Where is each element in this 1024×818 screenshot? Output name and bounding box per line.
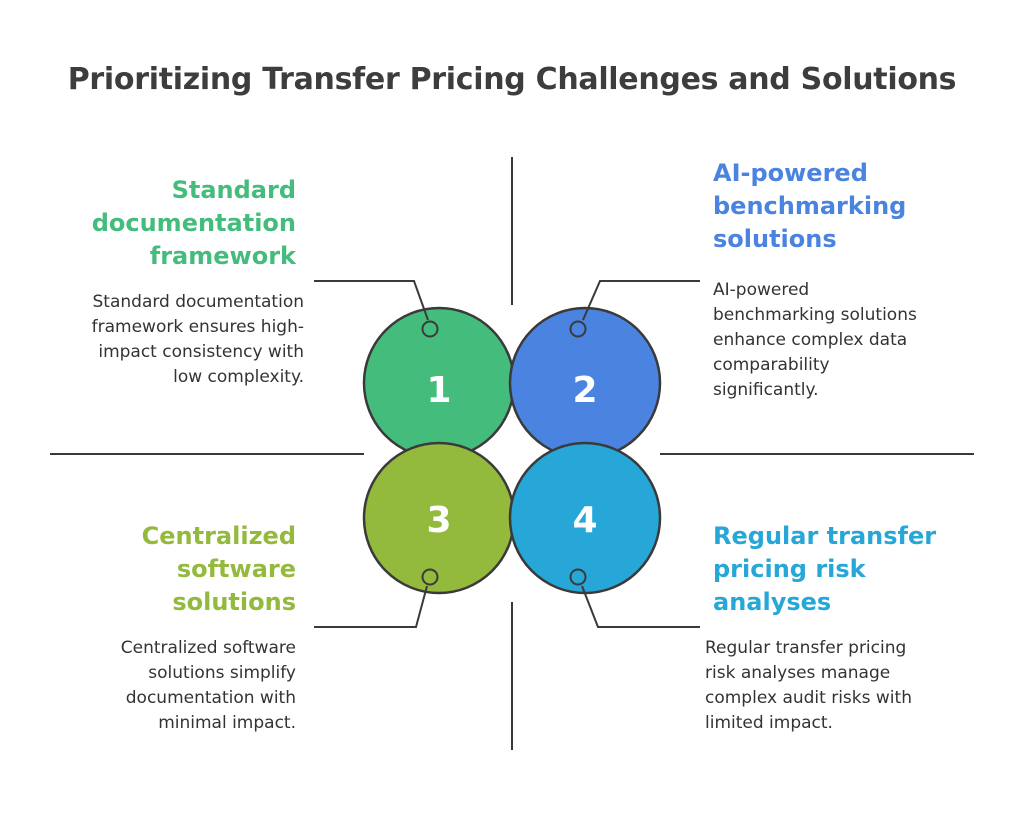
connector-dot-4 <box>569 568 587 586</box>
description-2: AI-powered benchmarking solutions enhanc… <box>713 280 917 400</box>
heading-3: Centralized software solutions <box>141 522 296 616</box>
description-1: Standard documentation framework ensures… <box>91 292 304 387</box>
connector-2 <box>582 280 700 321</box>
circle-number-1: 1 <box>426 370 451 411</box>
connector-4 <box>581 585 700 628</box>
heading-2: AI-powered benchmarking solutions <box>713 159 907 253</box>
connector-dot-1 <box>421 320 439 338</box>
heading-4: Regular transfer pricing risk analyses <box>713 522 937 616</box>
description-4: Regular transfer pricing risk analyses m… <box>705 638 912 733</box>
connector-dot-2 <box>569 320 587 338</box>
heading-1: Standard documentation framework <box>91 176 296 270</box>
page-title: Prioritizing Transfer Pricing Challenges… <box>67 62 957 97</box>
circle-number-4: 4 <box>572 500 597 541</box>
connector-dot-3 <box>421 568 439 586</box>
connector-3 <box>314 585 428 628</box>
connector-1 <box>314 280 429 321</box>
circle-number-2: 2 <box>572 370 597 411</box>
circle-number-3: 3 <box>426 500 451 541</box>
description-3: Centralized software solutions simplify … <box>120 638 296 733</box>
